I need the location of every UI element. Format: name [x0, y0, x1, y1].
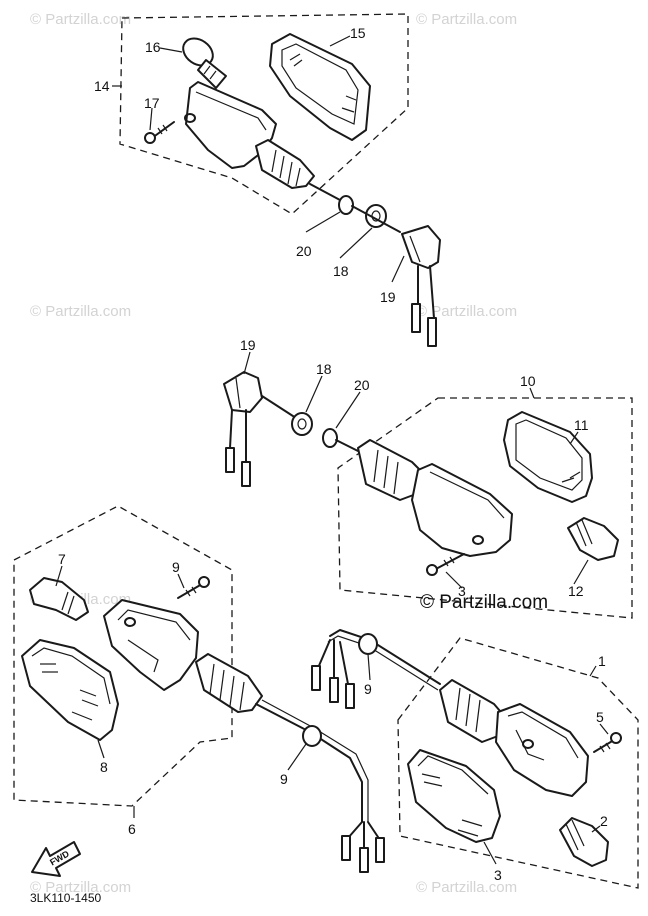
- part-label-4: 5: [596, 709, 604, 725]
- bulb-icon: [567, 517, 619, 561]
- lens-icon: [21, 639, 119, 741]
- part-label-3: 3: [494, 867, 502, 883]
- assembly-boundary: [119, 13, 409, 215]
- part-label-8: 9: [172, 559, 180, 575]
- grommet-icon: [358, 633, 378, 655]
- screw-icon: [593, 732, 622, 753]
- part-label-20: 20: [354, 377, 370, 393]
- signal-housing-icon: [357, 439, 513, 557]
- part-label-9: 9: [364, 681, 372, 697]
- bulb-icon: [29, 577, 89, 621]
- turn-signal-assembly-10: 19 18 20 10 11 12 3 © Partzilla.com: [223, 337, 633, 619]
- copyright-label: © Partzilla.com: [420, 592, 548, 613]
- connector-icon: [341, 821, 385, 873]
- grommet-icon: [302, 725, 322, 747]
- lens-icon: [269, 33, 371, 141]
- forward-direction-arrow-icon: FWD: [31, 841, 81, 877]
- part-label-12: 12: [568, 583, 584, 599]
- screw-icon: [144, 121, 175, 144]
- part-label-7: 8: [100, 759, 108, 775]
- part-label-6: 7: [58, 551, 66, 567]
- connector-icon: [223, 371, 263, 487]
- part-label-19: 19: [380, 289, 396, 305]
- signal-housing-icon: [439, 679, 589, 797]
- lens-icon: [503, 411, 593, 503]
- part-label-19: 19: [240, 337, 256, 353]
- turn-signal-assembly-14: 16 15 14 17 20 18 19: [94, 13, 441, 347]
- turn-signal-assembly-1: 1 5 2 3 9: [311, 629, 639, 889]
- signal-housing-icon: [103, 599, 263, 713]
- screw-icon: [426, 553, 465, 576]
- bulb-icon: [182, 37, 227, 89]
- wire-icon: [255, 703, 363, 823]
- watermark: © Partzilla.com: [30, 303, 131, 320]
- signal-housing-icon: [184, 81, 341, 201]
- part-label-9: 9: [280, 771, 288, 787]
- part-label-1: 1: [598, 653, 606, 669]
- part-label-3: 3: [458, 583, 466, 599]
- part-label-2: 2: [600, 813, 608, 829]
- diagram-code: 3LK110-1450: [30, 891, 102, 905]
- part-label-16: 16: [145, 39, 161, 55]
- watermark: © Partzilla.com: [416, 879, 517, 896]
- assembly-boundary: [397, 637, 639, 889]
- part-label-10: 10: [520, 373, 536, 389]
- connector-icon: [401, 225, 441, 347]
- washer-icon: [338, 195, 354, 215]
- part-label-15: 15: [350, 25, 366, 41]
- grommet-icon: [291, 412, 313, 436]
- part-label-18: 18: [316, 361, 332, 377]
- watermarks: © Partzilla.com © Partzilla.com © Partzi…: [30, 11, 517, 896]
- watermark: © Partzilla.com: [416, 11, 517, 28]
- connector-icon: [311, 629, 441, 709]
- part-label-14: 14: [94, 78, 110, 94]
- screw-icon: [177, 576, 210, 599]
- watermark: © Partzilla.com: [416, 303, 517, 320]
- part-label-11: 11: [574, 417, 589, 433]
- watermark: © Partzilla.com: [30, 879, 131, 896]
- turn-signal-assembly-5: 7 9 8 6 9: [13, 505, 385, 873]
- part-label-5: 6: [128, 821, 136, 837]
- assembly-boundary: [337, 397, 633, 619]
- assembly-boundary: [13, 505, 233, 807]
- washer-icon: [322, 428, 338, 448]
- lens-icon: [407, 749, 501, 843]
- part-label-17: 17: [144, 95, 160, 111]
- bulb-icon: [559, 817, 609, 867]
- part-label-18: 18: [333, 263, 349, 279]
- watermark: © Partzilla.com: [30, 11, 131, 28]
- part-label-20: 20: [296, 243, 312, 259]
